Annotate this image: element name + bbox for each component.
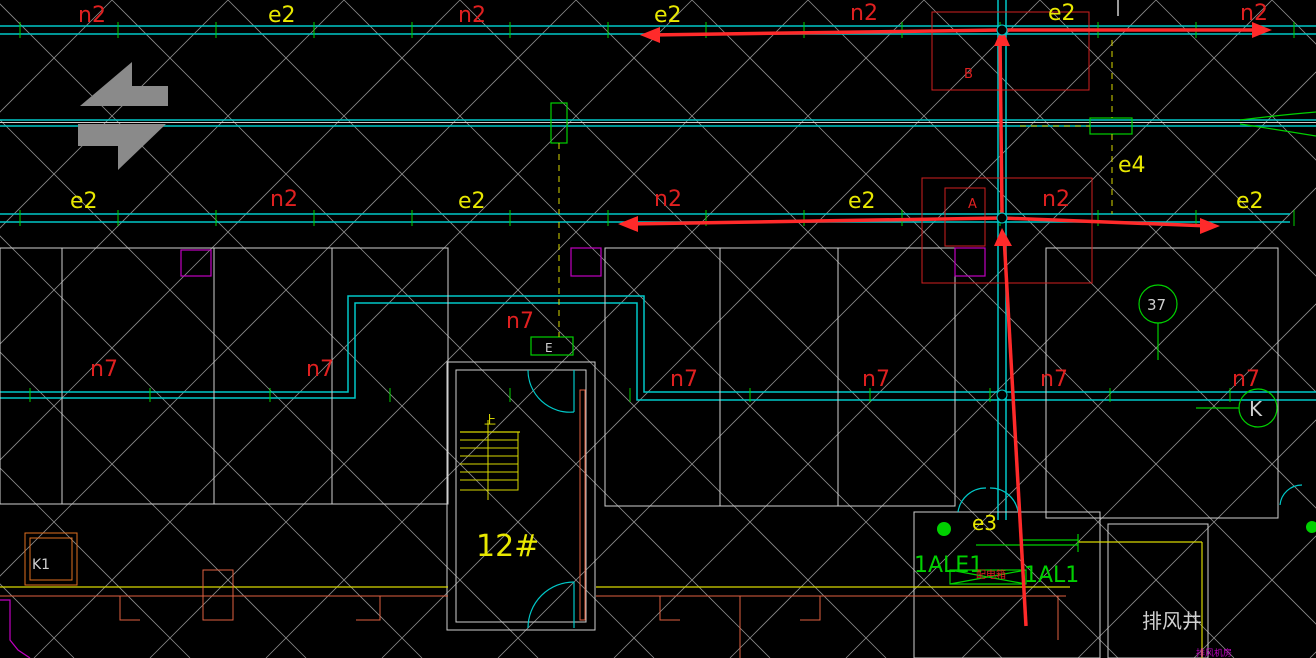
grid-line — [1155, 0, 1316, 161]
label-top-2: n2 — [458, 3, 486, 28]
label-top-5: e2 — [1048, 1, 1076, 26]
grid-line — [961, 303, 1316, 658]
label-mid-2: e2 — [458, 189, 486, 214]
label-top-1: e2 — [268, 3, 296, 28]
grid-line — [0, 467, 191, 658]
grid-line — [0, 0, 229, 229]
circle-k-label: K — [1249, 397, 1263, 421]
k1-label: K1 — [32, 557, 50, 573]
label-n7-0: n7 — [506, 309, 534, 334]
grid-line — [575, 0, 1235, 658]
exhaust-shaft-label: 排风井 — [1142, 609, 1202, 633]
junction-mid — [996, 212, 1008, 224]
label-mid-5: n2 — [1042, 187, 1070, 212]
label-e4: e4 — [1118, 153, 1146, 178]
green-dot — [937, 522, 951, 536]
al1-label: 1AL1 — [1024, 563, 1079, 588]
grid-line — [1077, 419, 1316, 658]
label-mid-1: n2 — [270, 187, 298, 212]
duct-tick-marks — [19, 22, 1295, 402]
magenta-squares — [0, 247, 986, 658]
label-n7-6: n7 — [1232, 367, 1260, 392]
grid-line — [729, 71, 1316, 658]
stair-number-label: 12# — [476, 529, 539, 564]
white-lines — [0, 122, 1316, 658]
grid-line — [111, 0, 771, 658]
grid-line — [0, 0, 345, 345]
grid-line — [381, 0, 1041, 658]
grid-line — [0, 351, 307, 658]
label-n7-5: n7 — [1040, 367, 1068, 392]
bottom-right-small-label: 排风机房 — [1196, 647, 1232, 658]
label-mid-0: e2 — [70, 189, 98, 214]
label-n7-3: n7 — [670, 367, 698, 392]
wall-details — [0, 389, 1066, 658]
pdx-label: 配电箱 — [976, 568, 1006, 581]
grid-line — [497, 0, 1157, 658]
grid-line — [0, 0, 113, 113]
label-n7-2: n7 — [306, 357, 334, 382]
wall-lines — [0, 431, 1203, 658]
green-devices — [530, 102, 1316, 585]
grid-line — [0, 235, 423, 658]
green-dot-right — [1306, 521, 1316, 533]
grid-line — [149, 0, 809, 658]
label-mid-3: n2 — [654, 187, 682, 212]
grid-line — [343, 0, 1003, 658]
junction-top — [996, 24, 1008, 36]
grid-line — [691, 0, 1316, 625]
grid-line — [845, 187, 1316, 658]
label-n7-4: n7 — [862, 367, 890, 392]
label-n7-1: n7 — [90, 357, 118, 382]
circle-37-label: 37 — [1147, 296, 1166, 314]
grid-line — [0, 0, 461, 461]
label-e3: e3 — [972, 511, 997, 535]
grid-line — [1271, 0, 1316, 45]
label-top-4: n2 — [850, 1, 878, 26]
label-top-3: e2 — [654, 3, 682, 28]
box-b-label: B — [964, 67, 973, 82]
stair-steps — [460, 420, 519, 500]
red-arrows — [618, 22, 1272, 627]
grid-line — [613, 0, 1273, 658]
grid-line — [807, 0, 1316, 509]
grid-line — [0, 119, 539, 658]
box-a-label: A — [968, 197, 977, 212]
grid-line — [0, 3, 655, 658]
stair-up-label: 上 — [484, 413, 496, 427]
grid-line — [1039, 0, 1316, 277]
label-top-0: n2 — [78, 3, 106, 28]
double-arrow-icon — [78, 62, 168, 170]
grid-line — [1193, 535, 1316, 658]
grid-line — [265, 0, 925, 658]
grid-line — [33, 0, 693, 658]
grid-line — [923, 0, 1316, 393]
ale1-label: 1ALE1 — [914, 553, 983, 578]
label-mid-6: e2 — [1236, 189, 1264, 214]
k1-box — [24, 532, 78, 586]
duct-lines — [0, 0, 1316, 520]
grid-line — [227, 0, 887, 658]
label-mid-4: e2 — [848, 189, 876, 214]
grid-line — [0, 0, 577, 577]
door-swings — [527, 369, 1303, 629]
dashed-lines — [558, 40, 1113, 337]
grid-line — [459, 0, 1119, 658]
junction-low — [996, 389, 1008, 401]
box-e-label: E — [545, 341, 553, 355]
grid-line — [1309, 651, 1316, 658]
label-top-6: n2 — [1240, 1, 1268, 26]
